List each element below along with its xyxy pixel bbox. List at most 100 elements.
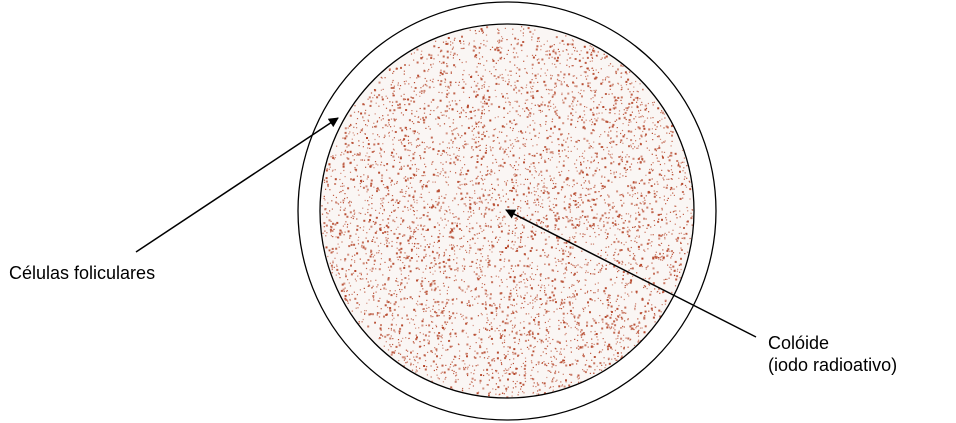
iodine-dot (453, 162, 455, 164)
iodine-dot (572, 91, 573, 92)
iodine-dot (419, 368, 420, 369)
iodine-dot (531, 214, 533, 216)
iodine-dot (397, 173, 399, 175)
iodine-dot (395, 301, 397, 303)
iodine-dot (470, 346, 471, 347)
iodine-dot (632, 190, 633, 191)
iodine-dot (324, 196, 325, 197)
iodine-dot (416, 168, 417, 169)
iodine-dot (558, 80, 559, 81)
iodine-dot (391, 155, 392, 156)
iodine-dot (454, 53, 456, 55)
iodine-dot (505, 373, 506, 374)
iodine-dot (374, 95, 375, 96)
iodine-dot (327, 168, 328, 169)
iodine-dot (359, 273, 360, 274)
iodine-dot (391, 87, 393, 89)
iodine-dot (407, 207, 408, 208)
iodine-dot (567, 43, 569, 45)
iodine-dot (621, 87, 622, 88)
iodine-dot (637, 192, 638, 193)
iodine-dot (415, 87, 417, 89)
iodine-dot (416, 369, 417, 370)
iodine-dot (387, 163, 388, 164)
iodine-dot (424, 207, 426, 209)
iodine-dot (597, 168, 598, 169)
iodine-dot (381, 156, 382, 157)
iodine-dot (439, 378, 440, 379)
iodine-dot (590, 54, 592, 56)
iodine-dot (377, 312, 378, 313)
iodine-dot (406, 81, 407, 82)
iodine-dot (640, 162, 642, 164)
iodine-dot (413, 207, 414, 208)
iodine-dot (519, 106, 520, 107)
iodine-dot (405, 257, 407, 259)
iodine-dot (516, 101, 518, 103)
iodine-dot (444, 329, 445, 330)
iodine-dot (502, 38, 503, 39)
iodine-dot (358, 240, 359, 241)
iodine-dot (383, 287, 385, 289)
iodine-dot (631, 102, 633, 104)
iodine-dot (563, 374, 564, 375)
iodine-dot (486, 26, 488, 28)
iodine-dot (537, 341, 538, 342)
iodine-dot (666, 214, 667, 215)
iodine-dot (614, 329, 615, 330)
iodine-dot (523, 265, 525, 267)
iodine-dot (432, 352, 433, 353)
iodine-dot (561, 385, 562, 386)
iodine-dot (475, 33, 476, 34)
iodine-dot (615, 99, 617, 101)
iodine-dot (619, 331, 620, 332)
iodine-dot (517, 206, 518, 207)
iodine-dot (497, 137, 498, 138)
iodine-dot (518, 90, 520, 92)
iodine-dot (371, 92, 372, 93)
iodine-dot (392, 241, 393, 242)
iodine-dot (645, 105, 647, 107)
iodine-dot (493, 66, 494, 67)
iodine-dot (481, 88, 482, 89)
iodine-dot (546, 348, 547, 349)
iodine-dot (488, 384, 489, 385)
iodine-dot (627, 234, 628, 235)
iodine-dot (540, 206, 541, 207)
iodine-dot (585, 365, 586, 366)
iodine-dot (505, 322, 507, 324)
iodine-dot (660, 112, 661, 113)
iodine-dot (506, 39, 507, 40)
iodine-dot (561, 234, 562, 235)
iodine-dot (329, 189, 330, 190)
iodine-dot (549, 326, 550, 327)
iodine-dot (602, 118, 604, 120)
iodine-dot (527, 73, 528, 74)
iodine-dot (521, 281, 522, 282)
iodine-dot (564, 97, 566, 99)
iodine-dot (414, 243, 415, 244)
iodine-dot (521, 366, 522, 367)
iodine-dot (531, 247, 533, 249)
iodine-dot (486, 145, 487, 146)
iodine-dot (393, 80, 394, 81)
iodine-dot (509, 71, 510, 72)
iodine-dot (404, 287, 405, 288)
iodine-dot (516, 92, 517, 93)
iodine-dot (664, 114, 665, 115)
iodine-dot (418, 256, 419, 257)
iodine-dot (471, 87, 472, 88)
iodine-dot (654, 184, 655, 185)
iodine-dot (545, 73, 546, 74)
iodine-dot (538, 316, 539, 317)
iodine-dot (523, 144, 524, 145)
iodine-dot (537, 371, 538, 372)
iodine-dot (445, 377, 446, 378)
iodine-dot (646, 218, 647, 219)
iodine-dot (663, 187, 664, 188)
iodine-dot (400, 251, 402, 253)
iodine-dot (625, 71, 627, 73)
iodine-dot (368, 281, 369, 282)
iodine-dot (354, 298, 356, 300)
iodine-dot (442, 335, 443, 336)
